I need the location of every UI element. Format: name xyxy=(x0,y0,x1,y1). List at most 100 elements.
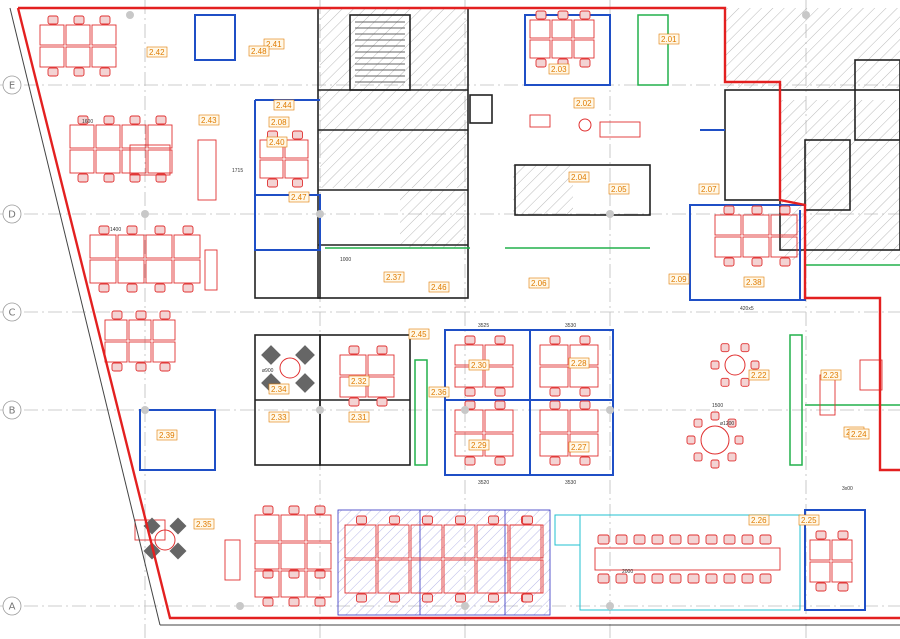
room-tag-2-42: 2.42 xyxy=(146,46,168,58)
room-label: 2.31 xyxy=(351,413,367,422)
dim-3525: 3525 xyxy=(478,323,489,329)
room-label: 2.04 xyxy=(571,173,587,182)
desk xyxy=(224,539,241,581)
room-tag-2-48: 2.48 xyxy=(248,45,270,57)
axis-marker-c: C xyxy=(2,302,22,322)
room-labels: 2.012.022.032.042.052.062.072.082.092.21… xyxy=(146,33,870,530)
axis-letter: E xyxy=(9,81,15,92)
room-tag-2-03: 2.03 xyxy=(548,63,570,75)
desk-cluster xyxy=(714,205,798,267)
axis-marker-d: D xyxy=(2,204,22,224)
room-label: 2.46 xyxy=(431,283,447,292)
desk-cluster xyxy=(529,10,595,68)
axis-marker-e: E xyxy=(2,75,22,95)
room-label: 2.28 xyxy=(571,359,587,368)
room-label: 2.48 xyxy=(251,47,267,56)
lounge-chairs xyxy=(143,345,315,560)
room-label: 2.37 xyxy=(386,273,402,282)
desk xyxy=(129,144,171,176)
room-tag-2-29: 2.29 xyxy=(468,439,490,451)
room-label: 2.34 xyxy=(271,385,287,394)
room-tag-2-02: 2.02 xyxy=(573,97,595,109)
room-label: 2.33 xyxy=(271,413,287,422)
round-tables xyxy=(154,118,746,551)
room-label: 2.36 xyxy=(431,388,447,397)
room-tag-2-38: 2.38 xyxy=(743,276,765,288)
room-label: 2.09 xyxy=(671,275,687,284)
columns xyxy=(126,11,810,610)
desk-cluster xyxy=(254,505,332,607)
room-tag-2-09: 2.09 xyxy=(668,273,690,285)
axis-markers: E D C B A xyxy=(2,75,22,616)
room-label: 2.32 xyxy=(351,377,367,386)
chair-ring xyxy=(686,411,744,469)
axis-marker-b: B xyxy=(2,400,22,420)
desk-cluster xyxy=(339,345,395,407)
room-label: 2.40 xyxy=(269,138,285,147)
desk-cluster xyxy=(539,400,599,466)
room-tag-2-39: 2.39 xyxy=(156,429,178,441)
room-label: 2.25 xyxy=(801,516,817,525)
room-label: 2.26 xyxy=(751,516,767,525)
dim-1715: 1715 xyxy=(232,168,243,174)
room-label: 2.27 xyxy=(571,443,587,452)
room-tag-2-45: 2.45 xyxy=(408,328,430,340)
desk-cluster xyxy=(509,515,544,603)
room-label: 2.22 xyxy=(751,371,767,380)
dim-420x5: 420x5 xyxy=(740,306,754,312)
room-tag-2-26: 2.26 xyxy=(748,514,770,526)
room-label: 2.43 xyxy=(201,116,217,125)
conference-outline xyxy=(554,514,801,611)
room-tag-2-27: 2.27 xyxy=(568,441,590,453)
dim-3530-top: 3530 xyxy=(565,323,576,329)
room-tag-2-32: 2.32 xyxy=(348,375,370,387)
furniture xyxy=(39,10,883,607)
room-tag-2-05: 2.05 xyxy=(608,183,630,195)
room-tag-2-30: 2.30 xyxy=(468,359,490,371)
desk xyxy=(859,359,883,391)
room-label: 2.47 xyxy=(291,193,307,202)
room-tag-2-07: 2.07 xyxy=(698,183,720,195)
room-tag-2-35: 2.35 xyxy=(193,518,215,530)
room-label: 2.05 xyxy=(611,185,627,194)
dim-1400: 1400 xyxy=(110,227,121,233)
dim-1500: 1500 xyxy=(712,403,723,409)
room-tag-2-22: 2.22 xyxy=(748,369,770,381)
desk xyxy=(204,249,218,291)
room-label: 2.02 xyxy=(576,99,592,108)
desk-cluster xyxy=(39,15,117,77)
dim-3x00: 3x00 xyxy=(842,486,853,492)
room-tag-2-06: 2.06 xyxy=(528,277,550,289)
room-tag-2-28: 2.28 xyxy=(568,357,590,369)
room-label: 2.03 xyxy=(551,65,567,74)
dim-1000: 1000 xyxy=(340,257,351,263)
exterior-wall xyxy=(16,6,900,620)
desk xyxy=(197,139,217,201)
axis-marker-a: A xyxy=(2,596,22,616)
room-label: 2.41 xyxy=(266,40,282,49)
room-tag-2-43: 2.43 xyxy=(198,114,220,126)
desk xyxy=(599,121,641,138)
desk-cluster xyxy=(454,400,514,466)
room-label: 2.38 xyxy=(746,278,762,287)
blue-rooms xyxy=(337,509,551,616)
desk-cluster xyxy=(89,225,201,293)
room-tag-2-44: 2.44 xyxy=(273,99,295,111)
room-tag-2-04: 2.04 xyxy=(568,171,590,183)
dim-1600: 1600 xyxy=(82,119,93,125)
conference-table xyxy=(594,534,781,584)
dim-3520: 3520 xyxy=(478,480,489,486)
room-tag-2-34: 2.34 xyxy=(268,383,290,395)
dim-3530-bottom: 3530 xyxy=(565,480,576,486)
green-elements xyxy=(325,14,900,466)
room-label: 2.07 xyxy=(701,185,717,194)
desk xyxy=(529,114,551,128)
desk-cluster xyxy=(69,115,173,183)
room-label: 2.45 xyxy=(411,330,427,339)
dim-d1200: ø1200 xyxy=(720,421,734,427)
room-tag-2-33: 2.33 xyxy=(268,411,290,423)
desk xyxy=(819,374,836,416)
desk-cluster xyxy=(104,310,176,372)
chair-ring xyxy=(710,343,760,387)
